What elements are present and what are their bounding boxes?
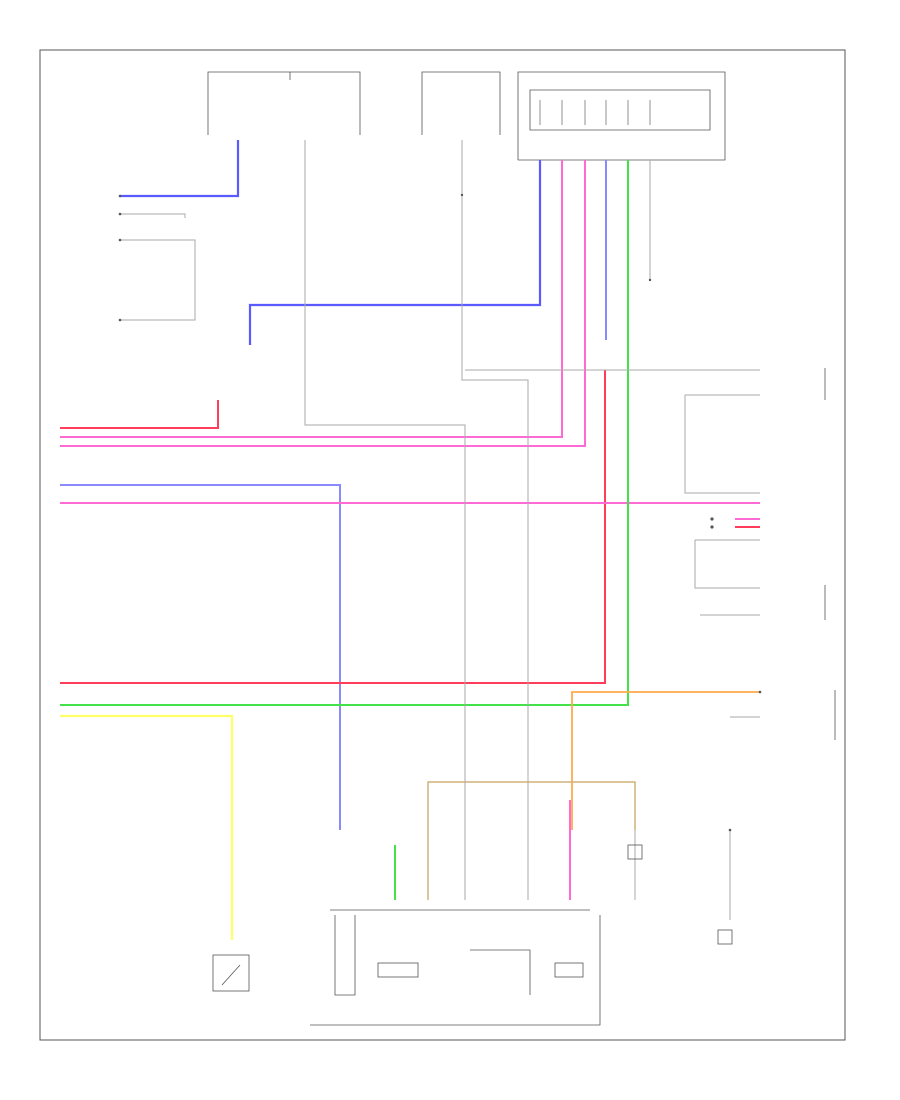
wire-red-top [60, 400, 219, 429]
wire-green-long [60, 160, 629, 706]
bottom-switch [212, 954, 250, 992]
wire-blue-mid [248, 160, 542, 345]
pink-wires [60, 160, 760, 900]
right-components [627, 368, 836, 945]
top-fuse-group [207, 71, 726, 161]
wire-yellow [60, 714, 234, 940]
orange-wires [571, 691, 760, 830]
green-wires [60, 160, 629, 900]
wire-tan [427, 781, 636, 900]
violet-wires [60, 160, 607, 830]
wire-pink-1 [60, 160, 563, 438]
wire-red-long [60, 370, 606, 684]
blue-wires [120, 140, 542, 345]
diagram-frame [39, 49, 846, 1041]
red-wires [60, 370, 760, 684]
wire-orange [571, 691, 760, 830]
relay-box-internals [539, 100, 651, 125]
gray-wires [120, 140, 760, 920]
connector-dots [118, 193, 762, 832]
combination-meter-assembly [310, 909, 601, 1026]
wire-blue-top [120, 140, 240, 198]
tan-wires [427, 781, 636, 900]
wire-pink-2 [60, 160, 586, 447]
yellow-wires [60, 714, 234, 940]
wire-violet-long [60, 484, 341, 830]
